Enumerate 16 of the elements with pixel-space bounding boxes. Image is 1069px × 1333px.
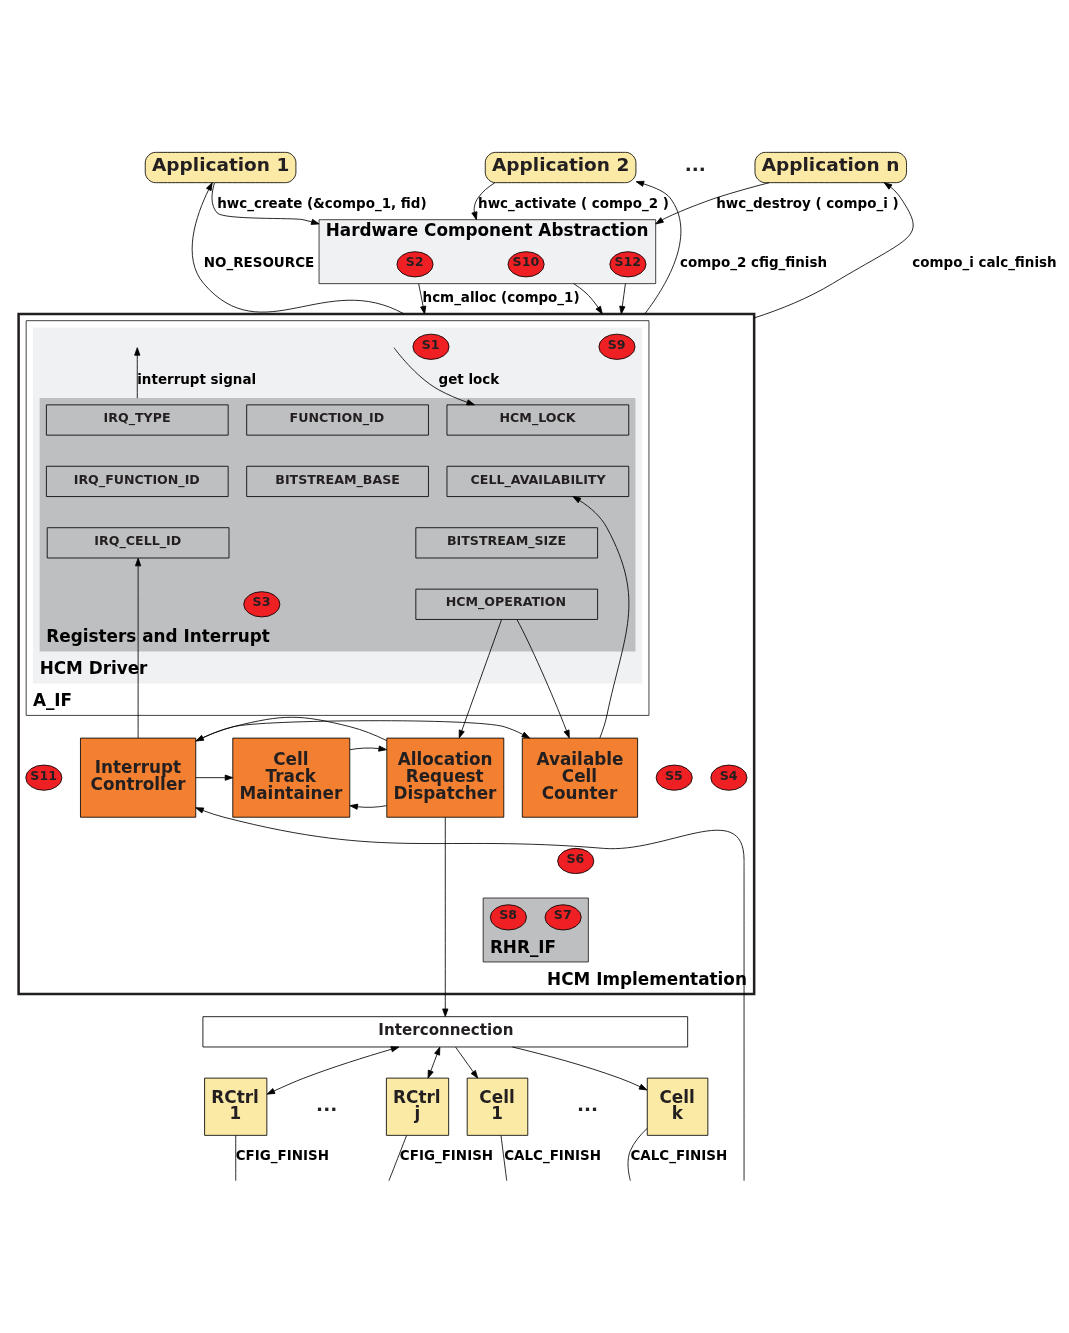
label: ... <box>316 1093 338 1115</box>
edge-label: CFIG_FINISH <box>399 1147 494 1163</box>
edge-label: interrupt signal <box>137 371 257 387</box>
edge-label: get lock <box>438 371 500 387</box>
edge-label: CALC_FINISH <box>504 1147 602 1163</box>
edge-label: hcm_alloc (compo_1) <box>422 289 580 305</box>
edge-label: CFIG_FINISH <box>235 1147 329 1163</box>
edge-label: hwc_activate ( compo_2 ) <box>478 195 669 211</box>
label: ... <box>684 153 706 175</box>
edge-label: hwc_destroy ( compo_i ) <box>716 195 899 211</box>
edge-label: compo_i calc_finish <box>912 254 1057 270</box>
edge-label: CALC_FINISH <box>630 1147 728 1163</box>
edge-label: compo_2 cfig_finish <box>680 254 828 270</box>
label: ... <box>577 1093 599 1115</box>
edge-label: NO_RESOURCE <box>203 254 315 270</box>
edge-label: hwc_create (&compo_1, fid) <box>217 195 427 211</box>
